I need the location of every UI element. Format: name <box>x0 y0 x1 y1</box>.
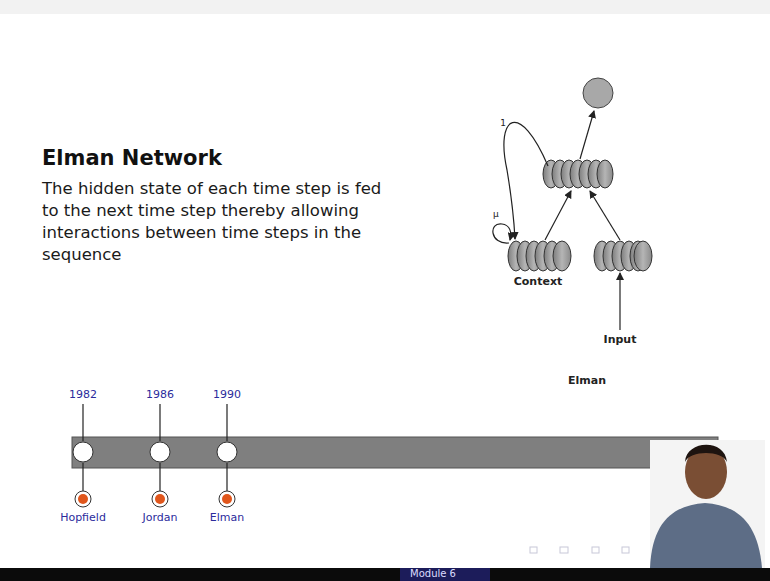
hidden-layer <box>543 160 613 188</box>
timeline-year: 1986 <box>146 388 174 401</box>
timeline-name: Jordan <box>143 511 178 524</box>
timeline-name: Elman <box>210 511 244 524</box>
top-band <box>0 0 770 14</box>
timeline-name: Hopfield <box>60 511 106 524</box>
presenter-video <box>650 440 765 568</box>
figure-caption: Elman <box>568 374 606 387</box>
loop-weight: μ <box>493 209 499 219</box>
slide-body-text: The hidden state of each time step is fe… <box>42 178 392 266</box>
network-arrows <box>493 111 620 330</box>
context-layer <box>508 241 571 271</box>
input-layer <box>594 241 652 271</box>
footer-section <box>400 568 490 581</box>
timeline-bar <box>72 437 718 468</box>
slide-title: Elman Network <box>42 146 222 170</box>
timeline-markers <box>73 404 237 507</box>
timeline-year: 1990 <box>213 388 241 401</box>
timeline-year: 1982 <box>69 388 97 401</box>
layer-label: Context <box>514 275 563 288</box>
output-unit <box>583 78 613 108</box>
feedback-weight: 1 <box>500 118 506 128</box>
footer-module: Module 6 <box>410 568 456 579</box>
nav-symbols <box>530 547 629 553</box>
footer-bar <box>0 568 770 581</box>
layer-label: Input <box>604 333 637 346</box>
